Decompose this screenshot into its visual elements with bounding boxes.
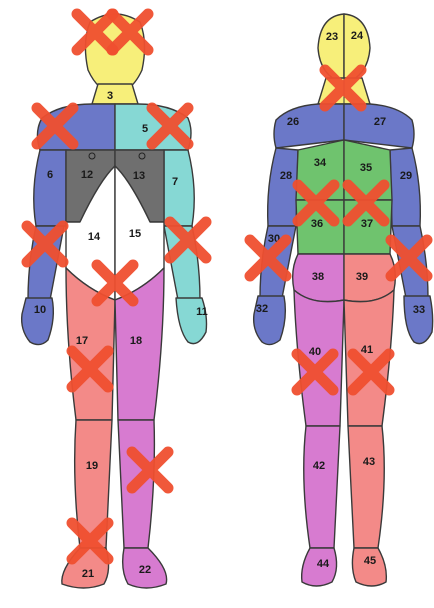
label-42: 42 bbox=[313, 460, 325, 472]
label-6: 6 bbox=[47, 169, 53, 181]
label-22: 22 bbox=[139, 564, 151, 576]
label-43: 43 bbox=[363, 456, 375, 468]
back-region-45 bbox=[352, 548, 386, 586]
label-19: 19 bbox=[86, 460, 98, 472]
label-29: 29 bbox=[400, 170, 412, 182]
back-region-29 bbox=[390, 148, 420, 226]
label-37: 37 bbox=[361, 218, 373, 230]
label-40: 40 bbox=[309, 346, 321, 358]
label-15: 15 bbox=[129, 228, 141, 240]
label-36: 36 bbox=[311, 218, 323, 230]
label-13: 13 bbox=[133, 170, 145, 182]
label-21: 21 bbox=[82, 568, 94, 580]
label-10: 10 bbox=[34, 304, 46, 316]
label-33: 33 bbox=[413, 304, 425, 316]
front-hand-right bbox=[176, 298, 207, 344]
label-35: 35 bbox=[360, 162, 372, 174]
label-27: 27 bbox=[374, 116, 386, 128]
label-3: 3 bbox=[107, 90, 113, 102]
label-28: 28 bbox=[280, 170, 292, 182]
back-figure bbox=[254, 14, 433, 586]
label-7: 7 bbox=[172, 176, 178, 188]
label-32: 32 bbox=[256, 303, 268, 315]
label-11: 11 bbox=[196, 306, 208, 318]
label-44: 44 bbox=[317, 558, 330, 570]
label-12: 12 bbox=[81, 169, 93, 181]
label-14: 14 bbox=[88, 231, 101, 243]
label-34: 34 bbox=[314, 157, 327, 169]
label-18: 18 bbox=[130, 335, 142, 347]
back-region-26 bbox=[274, 104, 344, 148]
label-45: 45 bbox=[364, 555, 376, 567]
label-24: 24 bbox=[351, 30, 364, 42]
front-figure bbox=[22, 14, 207, 588]
label-26: 26 bbox=[287, 116, 299, 128]
back-region-43 bbox=[348, 426, 384, 548]
label-41: 41 bbox=[361, 344, 373, 356]
label-38: 38 bbox=[312, 271, 324, 283]
back-region-42 bbox=[304, 426, 340, 548]
front-region-3 bbox=[92, 84, 138, 104]
front-region-6 bbox=[34, 150, 66, 226]
label-39: 39 bbox=[356, 271, 368, 283]
label-17: 17 bbox=[76, 335, 88, 347]
label-5: 5 bbox=[142, 123, 148, 135]
label-23: 23 bbox=[326, 31, 338, 43]
front-region-7 bbox=[164, 150, 194, 226]
